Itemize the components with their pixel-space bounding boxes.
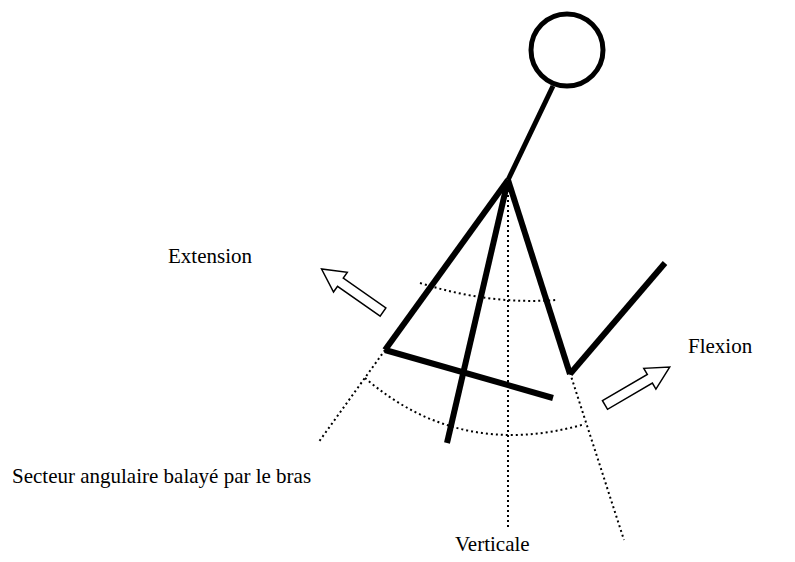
middle-arm <box>447 180 508 443</box>
body-line <box>508 86 553 180</box>
figure-label: Extension <box>168 244 252 268</box>
head-circle <box>531 14 603 86</box>
vertical-dotted-line <box>507 180 509 528</box>
flexion-forearm <box>570 263 665 374</box>
figure-label: Verticale <box>455 532 530 556</box>
large-dotted-arc <box>365 378 585 435</box>
flexion-arm <box>508 180 570 374</box>
small-dotted-arc <box>420 283 556 301</box>
extension-arrow <box>315 259 390 322</box>
flexion-arrow <box>599 357 676 416</box>
figure-label: Secteur angulaire balayé par le bras <box>12 464 311 488</box>
figure-label: Flexion <box>688 334 752 358</box>
extension-dotted-line <box>318 350 385 443</box>
